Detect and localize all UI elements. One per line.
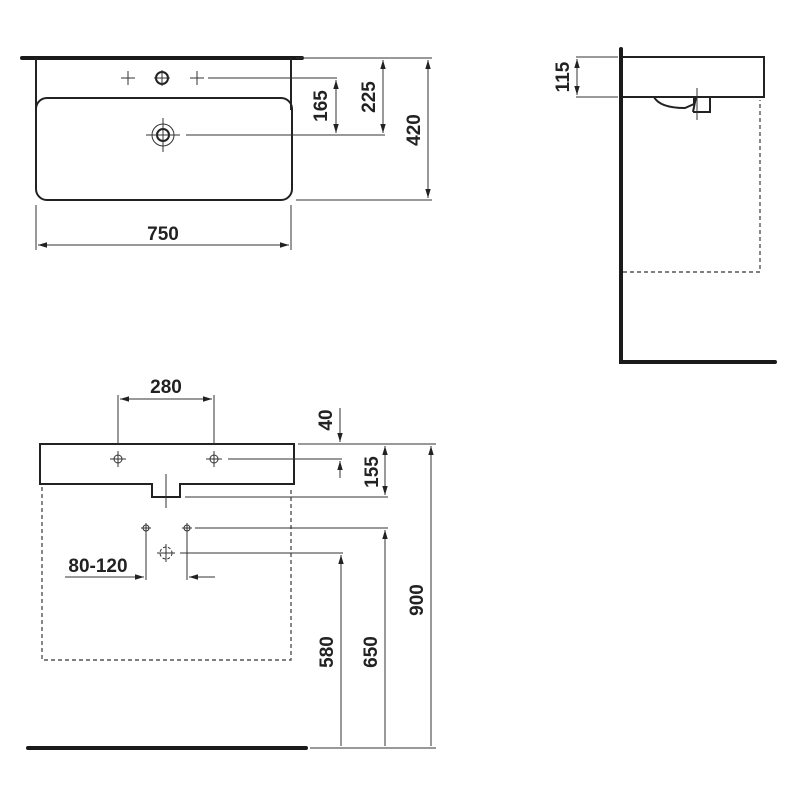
dim-40: 40 (316, 409, 337, 430)
basin-side-profile (623, 56, 765, 98)
wall-and-floor (619, 47, 777, 364)
cabinet-outline (41, 487, 292, 661)
tap-hole-icon (154, 70, 170, 86)
dim-420: 420 (404, 114, 425, 146)
basin-bowl (35, 97, 293, 201)
drain-icon (146, 118, 180, 152)
dim-80-120: 80-120 (68, 556, 127, 577)
top-view: 165 225 420 750 (20, 56, 432, 250)
dim-900: 900 (407, 584, 428, 616)
dim-750: 750 (147, 224, 179, 245)
side-view: 115 (553, 47, 777, 364)
basin-outline (35, 58, 292, 110)
drain-profile (653, 96, 711, 113)
dim-165: 165 (311, 90, 332, 122)
optional-tap-holes (121, 71, 204, 85)
tap-hole-left-icon (110, 451, 126, 467)
dim-155: 155 (362, 456, 383, 488)
dim-650: 650 (361, 636, 382, 668)
dim-115: 115 (553, 61, 574, 92)
dim-280: 280 (150, 377, 182, 398)
basin-front (39, 443, 295, 498)
front-view: 280 40 155 80-120 580 650 900 (26, 377, 436, 750)
supply-left-icon (141, 523, 151, 533)
waste-outlet-icon (157, 544, 175, 562)
dim-580: 580 (317, 636, 338, 668)
dim-225: 225 (359, 81, 380, 113)
tap-hole-right-icon (206, 451, 222, 467)
cabinet-outline (623, 100, 761, 273)
supply-right-icon (182, 523, 192, 533)
